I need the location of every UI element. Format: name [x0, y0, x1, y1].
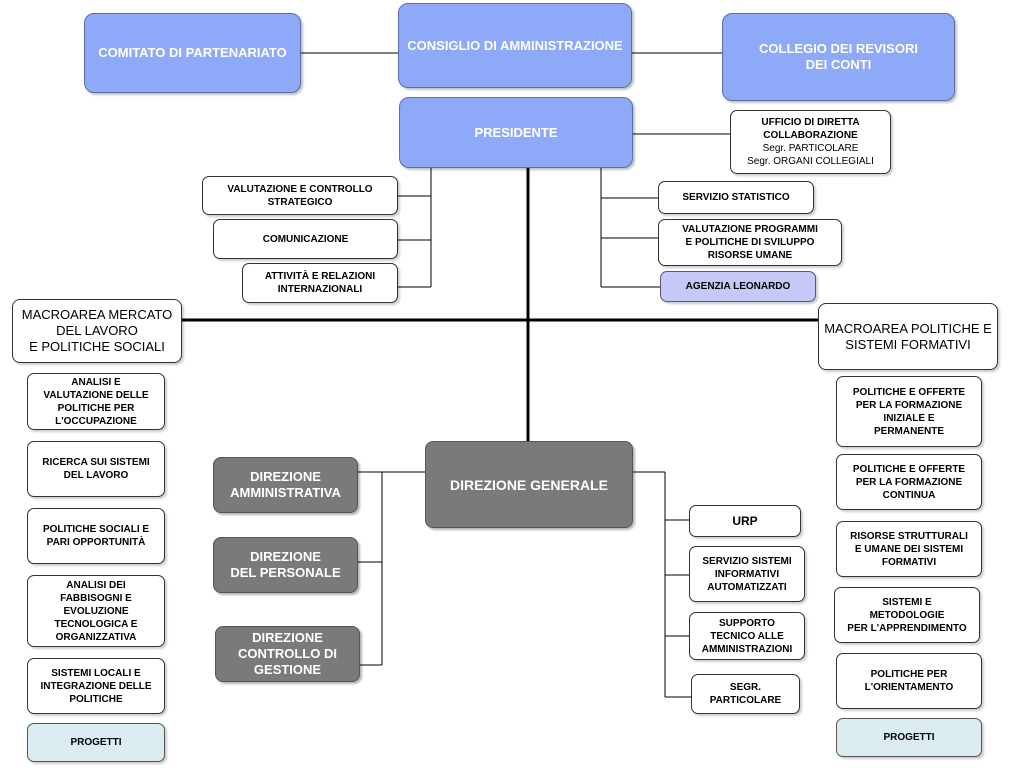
- presidente-box: PRESIDENTE: [399, 97, 633, 168]
- servizio-sistemi-informativi-box: SERVIZIO SISTEMI INFORMATIVI AUTOMATIZZA…: [689, 546, 805, 602]
- direzione-controllo-gestione-box: DIREZIONE CONTROLLO DI GESTIONE: [215, 626, 360, 682]
- urp-box: URP: [689, 505, 801, 537]
- macro-left-item: ANALISI E VALUTAZIONE DELLE POLITICHE PE…: [27, 373, 165, 430]
- macro-left-progetti-box: PROGETTI: [27, 723, 165, 762]
- ufficio-diretta-collaborazione-box: UFFICIO DI DIRETTA COLLABORAZIONE Segr. …: [730, 110, 891, 174]
- macro-left-item: POLITICHE SOCIALI E PARI OPPORTUNITÀ: [27, 508, 165, 564]
- macro-right-item: POLITICHE E OFFERTE PER LA FORMAZIONE CO…: [836, 454, 982, 510]
- agenzia-leonardo-box: AGENZIA LEONARDO: [660, 271, 816, 302]
- direzione-generale-box: DIREZIONE GENERALE: [425, 441, 633, 528]
- ufficio-title: UFFICIO DI DIRETTA COLLABORAZIONE: [761, 117, 860, 141]
- macroarea-politiche-formative-box: MACROAREA POLITICHE E SISTEMI FORMATIVI: [818, 303, 998, 370]
- valutazione-programmi-box: VALUTAZIONE PROGRAMMI E POLITICHE DI SVI…: [658, 219, 842, 266]
- macro-left-item: RICERCA SUI SISTEMI DEL LAVORO: [27, 441, 165, 497]
- comitato-partenariato-box: COMITATO DI PARTENARIATO: [84, 13, 301, 93]
- collegio-revisori-box: COLLEGIO DEI REVISORI DEI CONTI: [722, 13, 955, 101]
- valutazione-controllo-strategico-box: VALUTAZIONE E CONTROLLO STRATEGICO: [202, 176, 398, 215]
- direzione-amministrativa-box: DIREZIONE AMMINISTRATIVA: [213, 457, 358, 513]
- attivita-relazioni-internazionali-box: ATTIVITÀ E RELAZIONI INTERNAZIONALI: [242, 263, 398, 303]
- servizio-statistico-box: SERVIZIO STATISTICO: [658, 181, 814, 214]
- macroarea-mercato-lavoro-box: MACROAREA MERCATO DEL LAVORO E POLITICHE…: [12, 299, 182, 363]
- macro-right-item: POLITICHE PER L'ORIENTAMENTO: [836, 653, 982, 709]
- macro-right-item: RISORSE STRUTTURALI E UMANE DEI SISTEMI …: [836, 521, 982, 577]
- ufficio-subtitle: Segr. PARTICOLARE Segr. ORGANI COLLEGIAL…: [747, 143, 874, 167]
- macro-left-item: ANALISI DEI FABBISOGNI E EVOLUZIONE TECN…: [27, 575, 165, 647]
- comunicazione-box: COMUNICAZIONE: [213, 219, 398, 259]
- direzione-personale-box: DIREZIONE DEL PERSONALE: [213, 537, 358, 593]
- supporto-tecnico-box: SUPPORTO TECNICO ALLE AMMINISTRAZIONI: [689, 612, 805, 660]
- macro-left-item: SISTEMI LOCALI E INTEGRAZIONE DELLE POLI…: [27, 658, 165, 714]
- macro-right-progetti-box: PROGETTI: [836, 718, 982, 757]
- macro-right-item: POLITICHE E OFFERTE PER LA FORMAZIONE IN…: [836, 376, 982, 447]
- consiglio-amministrazione-box: CONSIGLIO DI AMMINISTRAZIONE: [398, 3, 632, 88]
- macro-right-item: SISTEMI E METODOLOGIE PER L'APPRENDIMENT…: [834, 587, 980, 643]
- segr-particolare-box: SEGR. PARTICOLARE: [691, 674, 800, 714]
